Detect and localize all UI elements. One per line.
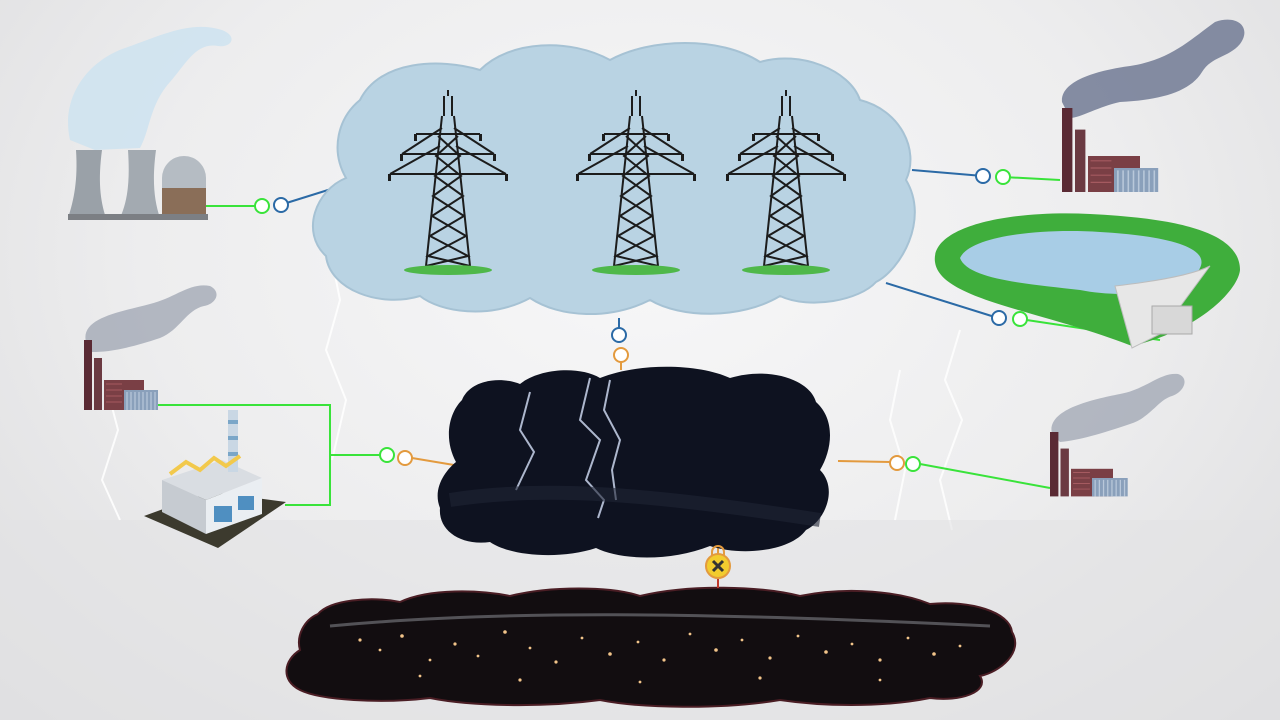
steam-plume	[68, 26, 232, 150]
link-coalR-to-storm	[837, 460, 891, 463]
nuclear-cooling-towers-icon	[68, 150, 208, 220]
storm-substation	[437, 366, 830, 558]
dam-reservoir-icon	[934, 213, 1240, 349]
breaker-x-icon	[705, 545, 731, 588]
transmission-cloud	[311, 42, 916, 315]
city-cloud	[285, 586, 1017, 708]
connector-coal-right	[889, 455, 921, 472]
coal-plant-left	[83, 285, 217, 411]
lightning-storm-icon	[515, 377, 622, 519]
connector-left-plants	[379, 447, 413, 466]
hydro-reservoir	[934, 213, 1240, 349]
connector-coal-top-right	[975, 168, 1011, 185]
city-lights-icon	[358, 630, 962, 684]
industrial-plant	[144, 410, 286, 548]
storm-cloud	[437, 366, 830, 558]
nuclear-plant	[68, 26, 232, 220]
factory-icon	[144, 410, 286, 548]
smoke-plume	[1061, 19, 1245, 118]
link-hydro-to-grid	[885, 282, 999, 319]
transmission-grid	[311, 42, 916, 315]
link-left-plants-to-storm	[155, 404, 380, 506]
smoke-plume	[1051, 373, 1185, 442]
smoke-plume	[85, 285, 217, 352]
link-coalTR-to-grid	[911, 169, 984, 177]
city-night	[285, 586, 1017, 708]
connector-hydro	[991, 310, 1028, 327]
coal-plant-right	[1049, 373, 1185, 498]
smokestack-factory-icon	[1061, 107, 1159, 193]
connector-nuclear	[254, 197, 289, 214]
connector-grid-bottom	[611, 327, 629, 363]
coal-plant-top-right	[1061, 19, 1245, 193]
